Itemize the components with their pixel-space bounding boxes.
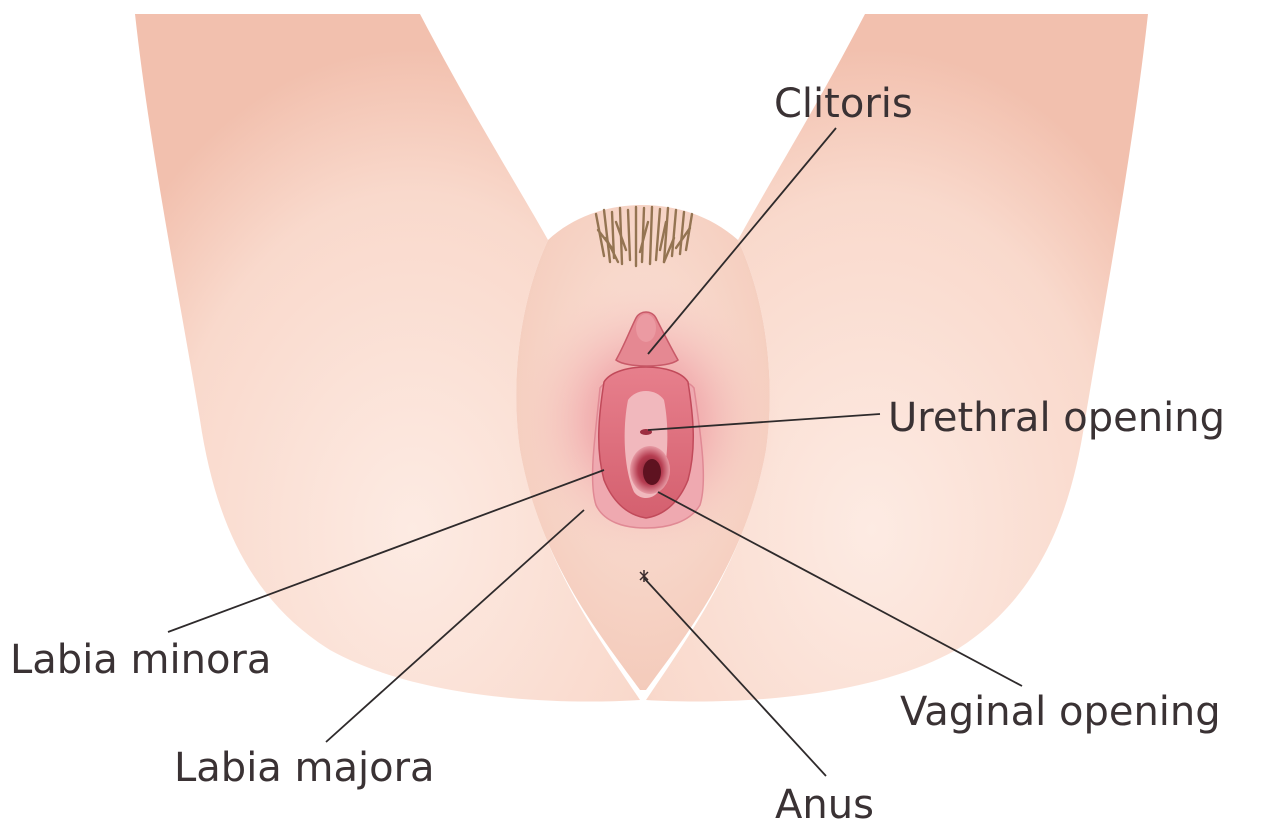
label-labia-majora: Labia majora bbox=[174, 748, 435, 788]
label-clitoris: Clitoris bbox=[774, 84, 913, 124]
label-vaginal-opening: Vaginal opening bbox=[900, 692, 1221, 732]
label-anus: Anus bbox=[775, 785, 874, 825]
label-urethral-opening: Urethral opening bbox=[888, 398, 1225, 438]
label-labia-minora: Labia minora bbox=[10, 640, 271, 680]
